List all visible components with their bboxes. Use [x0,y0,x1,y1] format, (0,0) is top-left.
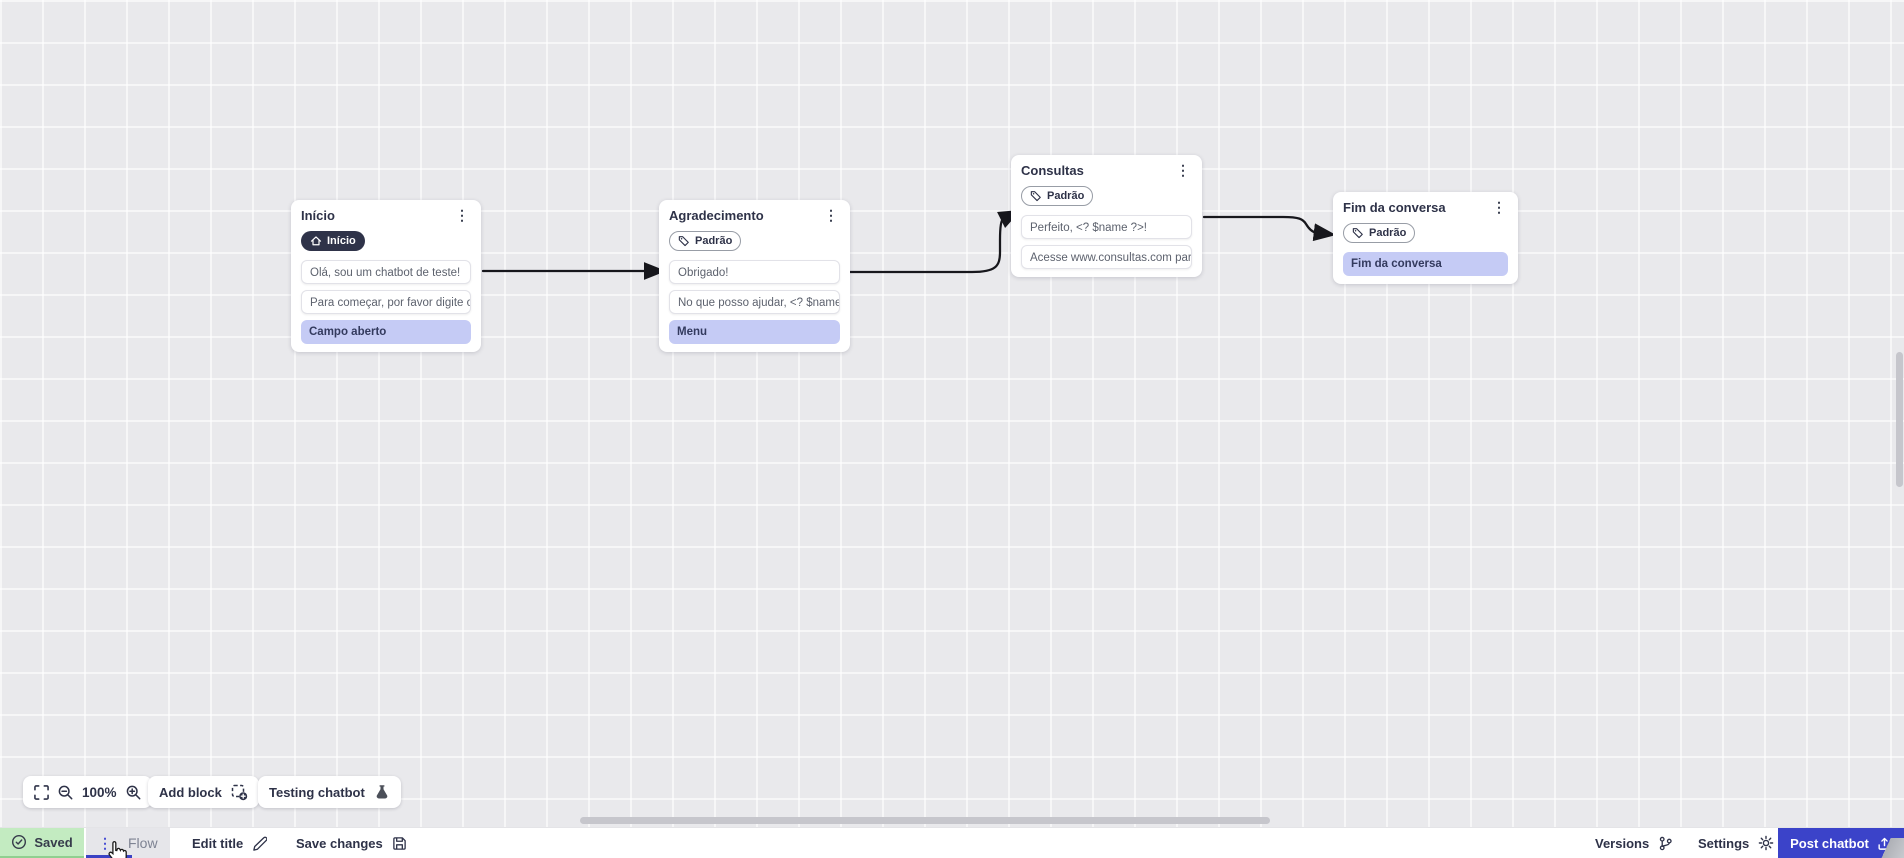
edit-title-label: Edit title [192,835,244,851]
edit-title-button[interactable]: Edit title [192,828,268,858]
zoom-toolbar: 100% [23,776,152,808]
check-circle-icon [11,834,27,850]
node-title: Fim da conversa [1343,200,1446,215]
node-header: Início ⋮ [301,208,471,226]
settings-label: Settings [1698,835,1750,851]
tag-icon [678,235,690,247]
tag-icon [1352,227,1364,239]
node-badge-label: Padrão [695,235,733,247]
horizontal-scrollbar[interactable] [580,817,1270,824]
node-item[interactable]: Fim da conversa [1343,252,1508,276]
zoom-in-icon[interactable] [126,785,141,800]
node-menu-icon[interactable]: ⋮ [824,207,838,223]
node-type-badge: Início [301,231,365,251]
node-type-badge: Padrão [1343,223,1416,243]
add-block-label: Add block [159,784,222,800]
flow-canvas[interactable]: Início ⋮ Início Olá, sou um chatbot de t… [0,0,1904,828]
flow-tab-label: Flow [128,835,158,851]
node-item[interactable]: Olá, sou um chatbot de teste! [301,260,471,284]
node-item[interactable]: Perfeito, <? $name ?>! [1021,215,1192,239]
flask-icon [374,784,390,801]
node-item[interactable]: Obrigado! [669,260,840,284]
fullscreen-icon[interactable] [34,784,49,800]
versions-label: Versions [1595,835,1650,851]
node-item[interactable]: Acesse www.consultas.com par... [1021,245,1192,269]
node-item[interactable]: Para começar, por favor digite o ... [301,290,471,314]
branch-icon [1658,836,1673,851]
saved-status-badge: Saved [0,828,84,858]
node-title: Início [301,208,335,223]
versions-button[interactable]: Versions [1595,828,1673,858]
flow-node[interactable]: Agradecimento ⋮ Padrão Obrigado! No que p… [659,200,850,352]
node-item[interactable]: No que posso ajudar, <? $name ... [669,290,840,314]
node-menu-icon[interactable]: ⋮ [455,207,469,223]
node-badge-label: Início [327,235,356,247]
connector-agradecimento-consultas [847,209,1022,274]
post-chatbot-button[interactable]: Post chatbot [1778,828,1904,858]
vertical-scrollbar[interactable] [1896,352,1903,487]
node-item[interactable]: Menu [669,320,840,344]
window-resize-corner [1870,838,1904,858]
gear-icon [1758,835,1774,851]
testing-chatbot-label: Testing chatbot [269,784,365,800]
node-menu-icon[interactable]: ⋮ [1176,162,1190,178]
node-title: Agradecimento [669,208,764,223]
node-header: Agradecimento ⋮ [669,208,840,226]
save-icon [392,836,407,851]
saved-label: Saved [34,834,73,850]
zoom-out-icon[interactable] [58,785,73,800]
connector-lines [481,209,1337,280]
post-chatbot-label: Post chatbot [1790,835,1869,851]
home-icon [310,235,322,247]
node-item[interactable]: Campo aberto [301,320,471,344]
tag-icon [1030,190,1042,202]
node-badge-label: Padrão [1047,190,1085,202]
bottom-bar: Saved ⋮ Flow Edit title Save changes [0,827,1904,858]
flow-node[interactable]: Consultas ⋮ Padrão Perfeito, <? $name ?>… [1011,155,1202,277]
node-type-badge: Padrão [669,231,742,251]
flow-menu-icon[interactable]: ⋮ [98,835,112,851]
save-changes-button[interactable]: Save changes [296,828,407,858]
pencil-icon [252,836,268,851]
node-title: Consultas [1021,163,1084,178]
add-block-icon [231,784,248,801]
node-menu-icon[interactable]: ⋮ [1492,199,1506,215]
connector-consultas-fim [1202,215,1337,242]
tab-flow[interactable]: ⋮ Flow [86,828,170,858]
node-type-badge: Padrão [1021,186,1094,206]
testing-chatbot-button[interactable]: Testing chatbot [258,776,401,808]
node-header: Fim da conversa ⋮ [1343,200,1508,218]
save-changes-label: Save changes [296,835,383,851]
zoom-level-value: 100% [82,784,117,800]
flow-node[interactable]: Início ⋮ Início Olá, sou um chatbot de t… [291,200,481,352]
settings-button[interactable]: Settings [1698,828,1774,858]
node-badge-label: Padrão [1369,227,1407,239]
node-header: Consultas ⋮ [1021,163,1192,181]
add-block-button[interactable]: Add block [148,776,259,808]
flow-node[interactable]: Fim da conversa ⋮ Padrão Fim da conversa [1333,192,1518,284]
